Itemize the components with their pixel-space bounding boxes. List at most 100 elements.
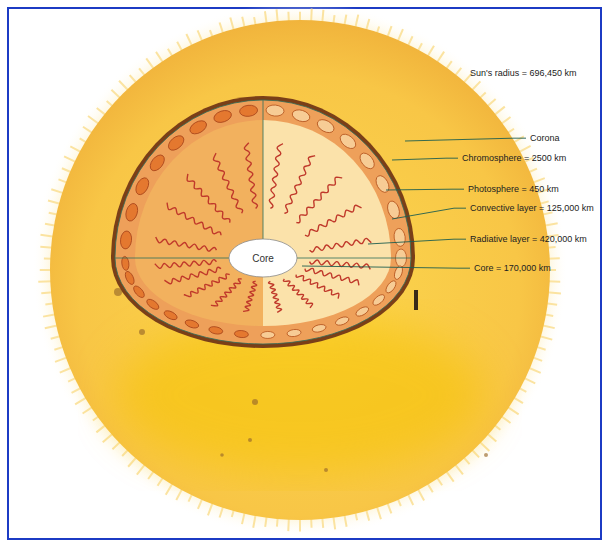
glow-spike (518, 146, 530, 153)
convective-band (115, 100, 411, 344)
marker (414, 290, 418, 310)
leader-line (368, 239, 466, 244)
radiation-wave (305, 205, 362, 236)
convection-cell (188, 118, 209, 136)
radiation-wave (167, 203, 221, 236)
convection-cell (120, 230, 133, 249)
glow-spike (310, 9, 313, 23)
frame (8, 8, 601, 539)
convection-cell (212, 108, 233, 124)
layer-label: Sun's radius = 696,450 km (470, 68, 577, 78)
convection-cell (371, 293, 386, 307)
glow-spike (208, 502, 213, 515)
glow-spike (51, 189, 64, 193)
glow-spike (299, 518, 301, 532)
convection-cell (133, 176, 151, 197)
glow-spike (119, 81, 129, 91)
glow-spike (146, 58, 154, 69)
radiation-wave (156, 237, 217, 251)
convection-cell (208, 326, 223, 336)
convection-cell (311, 323, 326, 333)
glow-spike (55, 357, 68, 362)
glow (32, 2, 568, 538)
layer-label: Convective layer = 125,000 km (470, 203, 594, 213)
convection-cell (373, 173, 391, 194)
glow-spike (333, 516, 335, 530)
glow-spike (75, 397, 87, 404)
radiation-wave (244, 143, 257, 209)
glow-spike (418, 488, 425, 500)
core-ellipse: Core (228, 238, 298, 278)
convection-cell (239, 104, 258, 117)
convection-cell (145, 297, 160, 311)
layer-label: Photosphere = 450 km (468, 184, 559, 194)
convection-cell (291, 108, 311, 124)
glow-spike (355, 15, 358, 29)
glow-spike (166, 483, 173, 495)
glow-spike (230, 17, 234, 30)
glow-spike (544, 223, 558, 225)
convection-cell (334, 315, 350, 327)
convection-cell (266, 104, 285, 117)
convection-cell (124, 202, 140, 222)
glow-spike (397, 29, 402, 42)
convection-cell (132, 284, 146, 299)
glow-spikes (38, 9, 561, 532)
radiation-wave (213, 153, 242, 213)
glow-spike (137, 464, 146, 475)
layer-label: Corona (530, 133, 560, 143)
layer-label: Radiative layer = 420,000 km (470, 234, 587, 244)
cut-line (263, 100, 264, 258)
glow-spike (479, 441, 489, 451)
glow-spike (539, 336, 552, 340)
leader-line (302, 266, 470, 268)
radiation-wave (310, 238, 372, 252)
glow-spike (437, 52, 445, 63)
convection-cell (354, 305, 370, 318)
core-outline (229, 239, 297, 277)
convection-cell (393, 228, 406, 247)
convection-cell (315, 117, 336, 135)
radiation-wave (269, 281, 282, 312)
glow-spike (48, 200, 61, 204)
photosphere-line (115, 100, 411, 344)
radiation-wave (269, 144, 283, 209)
glow-spike (103, 433, 114, 442)
glow-spike (507, 407, 519, 415)
leader-line (392, 208, 466, 219)
glow-spike (38, 280, 52, 283)
glow-spike (253, 514, 255, 528)
glow-spike (45, 325, 58, 328)
radiation-wave (187, 174, 230, 223)
leader-line (392, 158, 458, 160)
radiation-wave (310, 260, 371, 269)
convection-cell (385, 200, 401, 221)
glow-spike (455, 464, 463, 474)
radiation-wave (211, 279, 242, 306)
radiation-wave (243, 281, 257, 311)
convection-cell (163, 309, 179, 322)
glow-spike (88, 116, 99, 124)
glow-spike (528, 367, 541, 372)
glow-spike (494, 107, 505, 116)
glow-spike (186, 34, 192, 47)
leader-line (386, 189, 464, 191)
glow-spike (156, 52, 163, 63)
layer-label: Chromosphere = 2500 km (462, 153, 566, 163)
layer-label: Core = 170,000 km (474, 263, 551, 273)
convection-cell (184, 318, 199, 329)
glow-spike (547, 292, 561, 293)
convection-cell (234, 330, 249, 338)
glow-spike (64, 156, 76, 162)
radiation-wave (164, 267, 221, 284)
radiation-wave (296, 177, 342, 222)
cutaway (111, 96, 415, 348)
node-text: Core (252, 253, 274, 264)
convection-cell (261, 331, 275, 338)
leader-line (405, 138, 526, 141)
sun-disc (50, 20, 550, 520)
radiation-wave (283, 279, 312, 308)
radiation-wave (305, 268, 359, 285)
convection-cell (384, 279, 398, 294)
